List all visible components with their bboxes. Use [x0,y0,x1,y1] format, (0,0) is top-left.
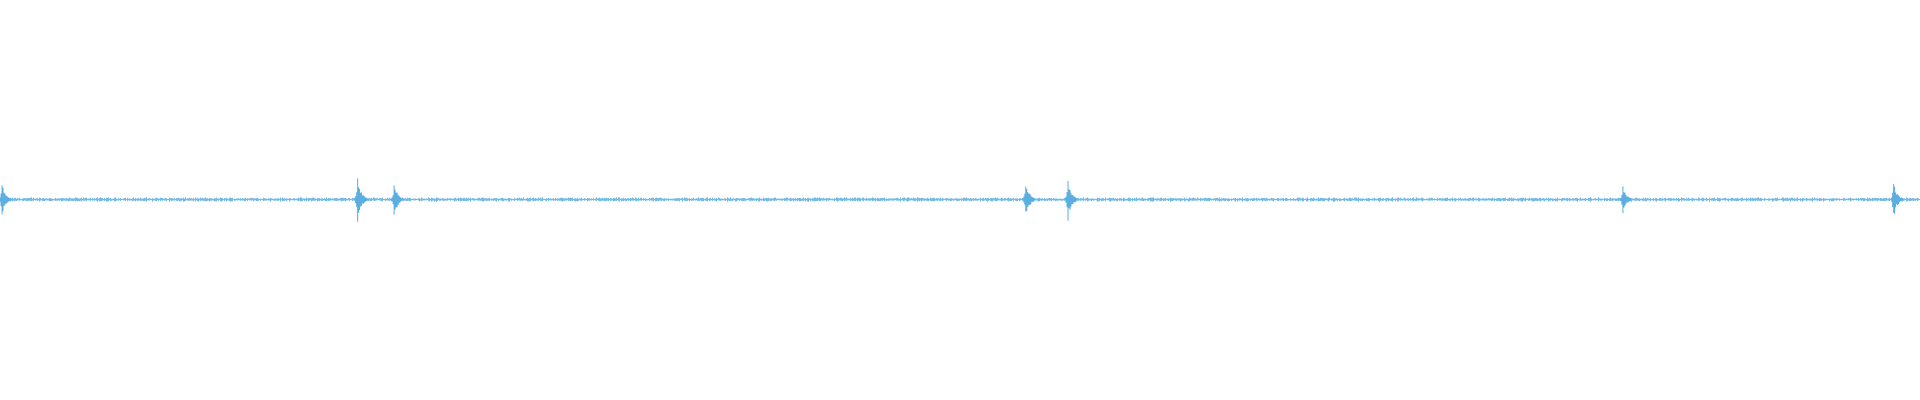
waveform-peaks [0,178,1904,222]
waveform-baseline [0,197,1920,202]
waveform-peak-5 [1064,180,1078,221]
waveform-peak-1 [0,185,12,215]
waveform-peak-3 [390,185,404,215]
waveform-peak-6 [1620,186,1632,214]
waveform-peak-4 [1022,186,1036,212]
waveform-peak-7 [1891,183,1904,214]
waveform-baseline-series [0,197,1920,202]
waveform-peak-2 [354,178,369,222]
